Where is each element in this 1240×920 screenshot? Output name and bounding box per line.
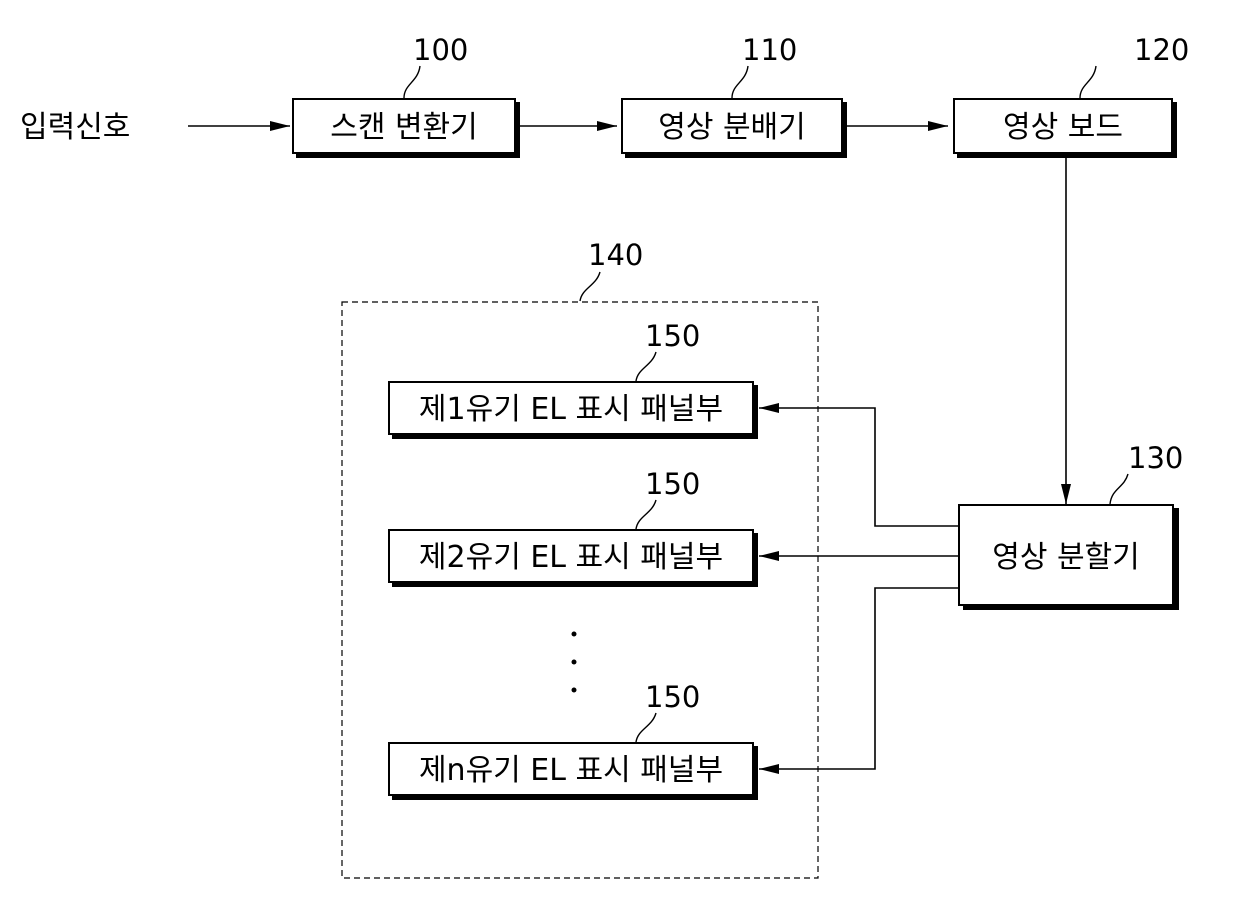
panel-1-ref: 150 — [645, 319, 700, 353]
panel-2-label: 제2유기 EL 표시 패널부 — [419, 540, 723, 575]
image-distributor-block: 영상 분배기 — [622, 99, 847, 158]
panel-group-ref: 140 — [588, 238, 643, 272]
arrow-splitter-to-panel-n — [759, 588, 959, 769]
scan-converter-label: 스캔 변환기 — [330, 110, 478, 145]
panel-n-label: 제n유기 EL 표시 패널부 — [419, 753, 723, 788]
scan-converter-ref: 100 — [413, 33, 468, 67]
image-distributor-label: 영상 분배기 — [658, 110, 806, 145]
image-distributor-ref: 110 — [742, 33, 797, 67]
panel-n-ref-leader — [636, 713, 656, 742]
image-distributor-ref-leader — [732, 66, 748, 98]
ellipsis-dots — [572, 632, 577, 693]
panel-2-ref: 150 — [645, 467, 700, 501]
panel-2-ref-leader — [636, 500, 656, 529]
arrow-splitter-to-panel-1 — [759, 408, 959, 526]
panel-n-ref: 150 — [645, 680, 700, 714]
panel-1-label: 제1유기 EL 표시 패널부 — [419, 392, 723, 427]
panel-group-ref-leader — [580, 272, 600, 301]
image-board-ref-leader — [1080, 66, 1096, 98]
panel-1-ref-leader — [636, 352, 656, 381]
image-splitter-ref-leader — [1110, 474, 1128, 504]
panel-1-block: 제1유기 EL 표시 패널부 — [389, 382, 758, 439]
image-splitter-ref: 130 — [1128, 441, 1183, 475]
image-board-label: 영상 보드 — [1003, 110, 1123, 145]
input-signal-label: 입력신호 — [20, 110, 130, 145]
image-splitter-block: 영상 분할기 — [959, 505, 1179, 610]
panel-n-block: 제n유기 EL 표시 패널부 — [389, 743, 758, 800]
image-board-block: 영상 보드 — [954, 99, 1177, 158]
scan-converter-ref-leader — [404, 66, 420, 98]
image-splitter-label: 영상 분할기 — [992, 540, 1140, 575]
scan-converter-block: 스캔 변환기 — [293, 99, 520, 158]
panel-2-block: 제2유기 EL 표시 패널부 — [389, 530, 758, 587]
image-board-ref: 120 — [1134, 33, 1189, 67]
